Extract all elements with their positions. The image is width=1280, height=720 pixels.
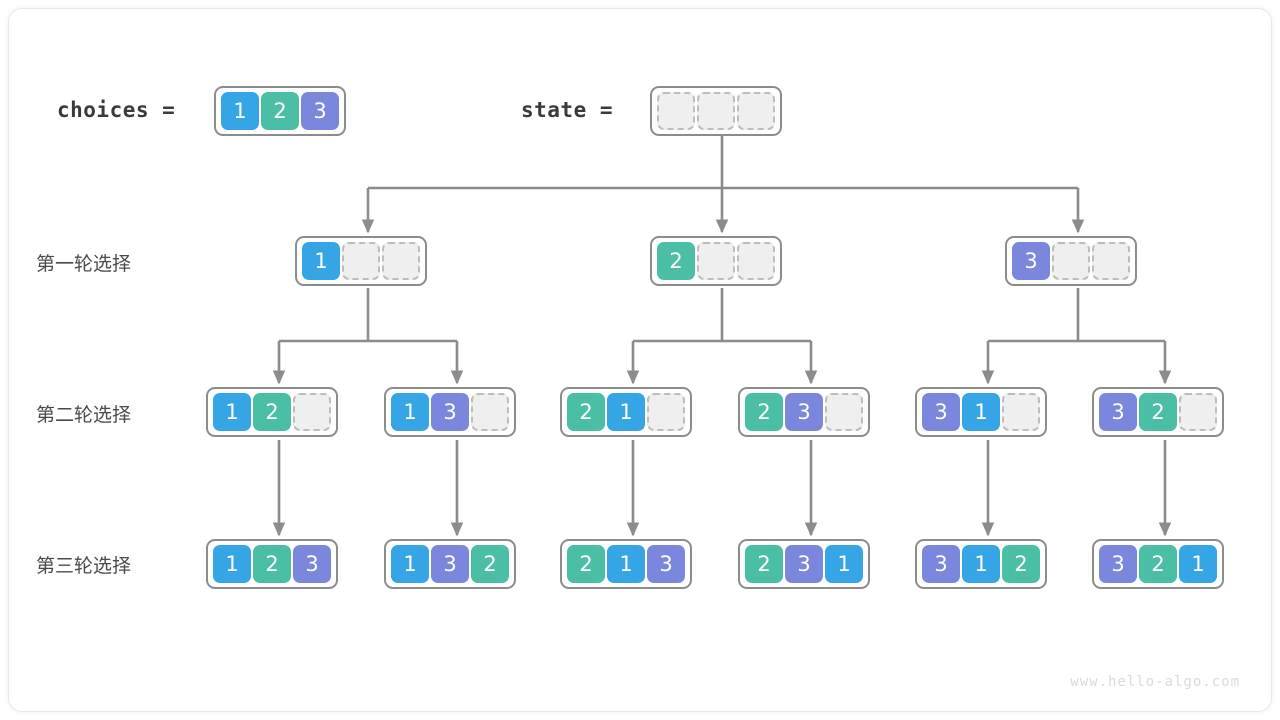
round3-array-2-cell-1: 1 [391,545,429,583]
row-label-round2: 第二轮选择 [36,404,132,426]
round2-array-4-cell-3 [825,393,863,431]
round2-array-1-cell-1: 1 [213,393,251,431]
round2-array-3-cell-3 [647,393,685,431]
choices-cell-1: 1 [221,92,259,130]
round1-array-1-cell-3 [382,242,420,280]
round3-array-5-cell-3: 2 [1002,545,1040,583]
round2-array-2-cell-2: 3 [431,393,469,431]
choices-cell-3: 3 [301,92,339,130]
round2-array-5-cell-3 [1002,393,1040,431]
round1-array-1: 1 [295,236,427,286]
round1-array-3: 3 [1005,236,1137,286]
round1-array-3-cell-3 [1092,242,1130,280]
round3-array-4-cell-3: 1 [825,545,863,583]
round3-array-1-cell-3: 3 [293,545,331,583]
round2-array-5-cell-1: 3 [922,393,960,431]
round1-array-3-cell-1: 3 [1012,242,1050,280]
round3-array-4-cell-2: 3 [785,545,823,583]
state-cell-3 [737,92,775,130]
round2-array-6-cell-3 [1179,393,1217,431]
round3-array-4-cell-1: 2 [745,545,783,583]
round3-array-1-cell-2: 2 [253,545,291,583]
state-label: state = [521,98,614,122]
round2-array-1-cell-3 [293,393,331,431]
state-array [650,86,782,136]
diagram-frame [8,8,1272,712]
state-cell-1 [657,92,695,130]
round3-array-5-cell-2: 1 [962,545,1000,583]
round3-array-5-cell-1: 3 [922,545,960,583]
round3-array-6-cell-2: 2 [1139,545,1177,583]
watermark: www.hello-algo.com [1070,674,1240,690]
round1-array-2-cell-2 [697,242,735,280]
round2-array-2-cell-1: 1 [391,393,429,431]
round3-array-6-cell-3: 1 [1179,545,1217,583]
round3-array-1-cell-1: 1 [213,545,251,583]
row-label-round3: 第三轮选择 [36,555,132,577]
round3-array-3-cell-1: 2 [567,545,605,583]
row-label-round1: 第一轮选择 [36,253,132,275]
round1-array-3-cell-2 [1052,242,1090,280]
round2-array-3-cell-1: 2 [567,393,605,431]
round1-array-1-cell-1: 1 [302,242,340,280]
round1-array-1-cell-2 [342,242,380,280]
round2-array-3-cell-2: 1 [607,393,645,431]
choices-cell-2: 2 [261,92,299,130]
round3-array-3-cell-3: 3 [647,545,685,583]
round2-array-2-cell-3 [471,393,509,431]
round1-array-2: 2 [650,236,782,286]
round3-array-2-cell-2: 3 [431,545,469,583]
round3-array-6-cell-1: 3 [1099,545,1137,583]
round2-array-4-cell-2: 3 [785,393,823,431]
round1-array-2-cell-1: 2 [657,242,695,280]
round2-array-1-cell-2: 2 [253,393,291,431]
state-cell-2 [697,92,735,130]
round2-array-5-cell-2: 1 [962,393,1000,431]
round2-array-6-cell-2: 2 [1139,393,1177,431]
round1-array-2-cell-3 [737,242,775,280]
round3-array-3-cell-2: 1 [607,545,645,583]
round2-array-6-cell-1: 3 [1099,393,1137,431]
round3-array-2-cell-3: 2 [471,545,509,583]
choices-label: choices = [57,98,176,122]
round2-array-4-cell-1: 2 [745,393,783,431]
